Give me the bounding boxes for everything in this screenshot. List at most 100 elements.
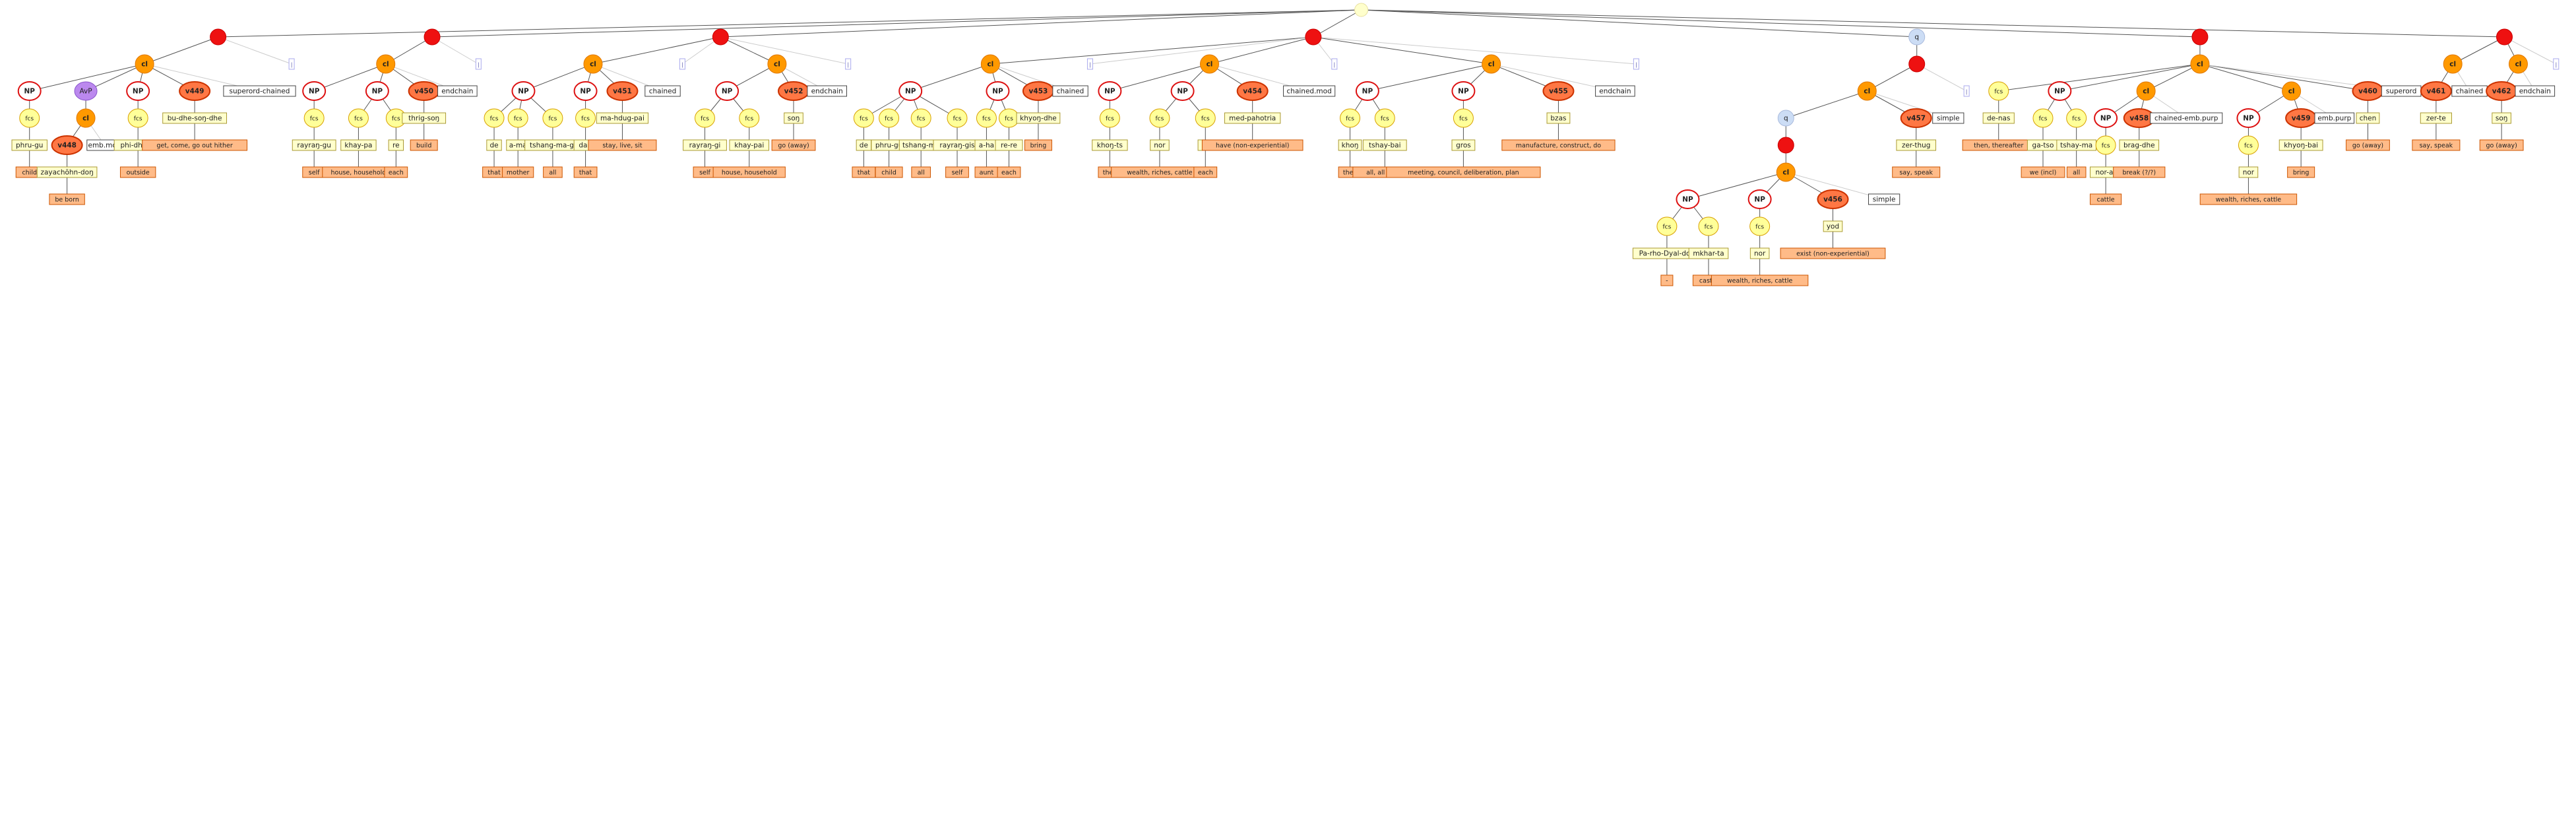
node-gloss: that xyxy=(852,166,876,178)
node-label: each xyxy=(1001,170,1017,177)
node-label: fcs xyxy=(2039,116,2048,123)
node-word: tshay-bai xyxy=(1362,139,1407,151)
node-fcs: fcs xyxy=(303,108,325,128)
node-label: fcs xyxy=(514,116,522,123)
node-fcs: fcs xyxy=(910,108,931,128)
node-cl: cl xyxy=(2508,54,2528,74)
node-relation: simple xyxy=(1932,112,1964,124)
tree-edge xyxy=(1361,9,2200,38)
node-fcs: fcs xyxy=(1149,108,1170,128)
node-fcs: fcs xyxy=(19,108,40,128)
node-word: zer-thug xyxy=(1896,139,1937,151)
tree-edge xyxy=(910,63,991,92)
node-label: khoŋ xyxy=(1342,142,1359,150)
node-label: NP xyxy=(2243,115,2254,123)
node-label: | xyxy=(1635,62,1637,68)
node-NP: NP xyxy=(1747,189,1772,209)
node-label: fcs xyxy=(134,116,142,123)
node-label: all, all three xyxy=(1366,170,1404,177)
node-fcs: fcs xyxy=(1749,216,1771,236)
node-label: AvP xyxy=(79,88,92,96)
node-word: phru-gu xyxy=(871,139,907,151)
node-cl: cl xyxy=(2190,54,2210,74)
node-label: cl xyxy=(1864,88,1870,96)
node-punct: | xyxy=(2553,58,2560,70)
node-label: fcs xyxy=(581,116,590,123)
tree-edge xyxy=(592,36,721,65)
node-label: zer-te xyxy=(2426,115,2446,123)
node-label: q xyxy=(1784,115,1788,123)
node-label: meeting, council, deliberation, plan xyxy=(1408,170,1519,177)
node-label: | xyxy=(1966,89,1968,95)
tree-edge xyxy=(144,36,218,65)
node-label: khay-pa xyxy=(344,142,372,150)
tree-edge xyxy=(218,9,1362,38)
tree-edge xyxy=(29,63,145,92)
node-gloss: all xyxy=(911,166,931,178)
node-word: de xyxy=(856,139,872,151)
node-cl: cl xyxy=(2136,81,2156,101)
node-label: phru-gu xyxy=(875,142,902,150)
node-label: v451 xyxy=(613,88,632,96)
node-label: superord xyxy=(2386,88,2417,96)
node-gloss: build xyxy=(410,139,438,151)
node-word: khyoŋ-dhe xyxy=(1016,112,1061,124)
node-label: chen xyxy=(2360,115,2377,123)
node-label: NP xyxy=(580,88,591,96)
node-word: khay-pai xyxy=(729,139,770,151)
node-label: fcs xyxy=(1755,224,1764,231)
tree-edge xyxy=(431,36,479,65)
node-word: a-ha xyxy=(974,139,999,151)
node-NP: NP xyxy=(2236,108,2261,128)
node-label: re xyxy=(393,142,400,150)
node-gloss: meeting, council, deliberation, plan xyxy=(1386,166,1541,178)
tree-edge xyxy=(1786,90,1868,119)
node-label: bring xyxy=(1030,143,1047,150)
node-relation: chained xyxy=(1052,85,1088,97)
node-label: | xyxy=(2555,62,2557,68)
node-fcs: fcs xyxy=(1099,108,1120,128)
node-fcs: fcs xyxy=(2066,108,2087,128)
node-label: cattle xyxy=(2097,197,2115,204)
node-label: fcs xyxy=(2244,143,2253,150)
node-label: fcs xyxy=(1005,116,1013,123)
node-label: simple xyxy=(1937,115,1960,123)
node-fcs: fcs xyxy=(348,108,369,128)
node-label: fcs xyxy=(982,116,991,123)
node-label: that xyxy=(858,170,871,177)
node-label: simple xyxy=(1873,196,1896,204)
node-cl: cl xyxy=(2443,54,2463,74)
node-label: fcs xyxy=(2102,143,2110,150)
node-label: chained xyxy=(649,88,677,96)
node-label: - xyxy=(1666,278,1668,285)
node-label: | xyxy=(1089,62,1091,68)
node-label: rayraŋ-gis xyxy=(939,142,974,150)
node-label: nor xyxy=(1154,142,1166,150)
node-label: cl xyxy=(82,115,89,123)
node-label: Pa-rho-Dyal-dog xyxy=(1639,250,1695,258)
node-label: say, speak xyxy=(1899,170,1933,177)
node-gloss: then, thereafter xyxy=(1962,139,2035,151)
node-label: superord-chained xyxy=(230,88,290,96)
node-label: chained-emb.purp xyxy=(2154,115,2218,123)
node-v: v455 xyxy=(1542,81,1575,101)
node-fcs: fcs xyxy=(1453,108,1474,128)
node-label: v455 xyxy=(1549,88,1568,96)
node-NP: NP xyxy=(126,81,150,101)
node-label: fcs xyxy=(1459,116,1468,123)
node-label: be born xyxy=(55,197,79,204)
tree-edge xyxy=(720,36,778,65)
node-label: fcs xyxy=(490,116,499,123)
node-s xyxy=(424,28,441,46)
node-NP: NP xyxy=(1098,81,1122,101)
node-word: thrig-soŋ xyxy=(402,112,447,124)
node-label: zayachōhn-doŋ xyxy=(40,169,93,177)
tree-edge xyxy=(2452,36,2505,65)
node-punct: | xyxy=(679,58,685,70)
node-NP: NP xyxy=(1451,81,1476,101)
node-q: q xyxy=(1908,28,1926,46)
node-label: stay, live, sit xyxy=(602,143,643,150)
node-relation: emb.purp xyxy=(2314,112,2355,124)
node-AvP: AvP xyxy=(74,81,98,101)
node-s xyxy=(712,28,729,46)
